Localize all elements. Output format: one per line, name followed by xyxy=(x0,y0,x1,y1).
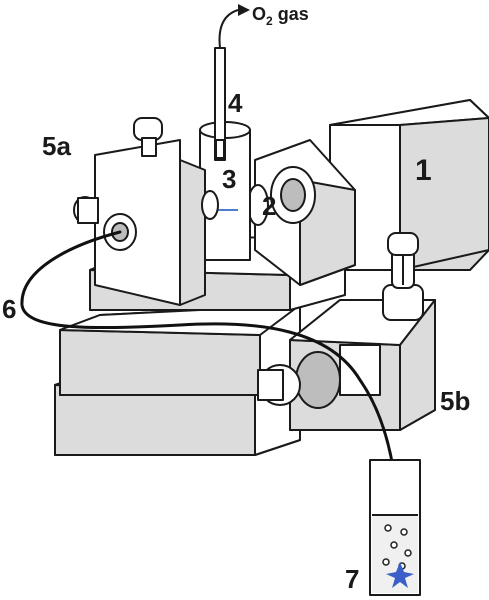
label-6: 6 xyxy=(2,294,16,324)
label-o2-gas: O2 gas xyxy=(252,4,309,28)
lens-holder-2 xyxy=(247,139,356,286)
vial-7 xyxy=(369,459,421,596)
label-5b: 5b xyxy=(440,386,470,416)
label-1: 1 xyxy=(415,154,432,187)
label-2: 2 xyxy=(262,191,276,221)
label-4: 4 xyxy=(228,88,243,118)
holder-5a xyxy=(73,117,219,306)
micrometer-knob xyxy=(382,232,424,321)
label-3: 3 xyxy=(222,164,236,194)
gas-arrow-curve xyxy=(218,9,239,49)
gas-tube-4 xyxy=(214,47,226,161)
label-5a: 5a xyxy=(42,131,71,161)
laser-box xyxy=(329,99,489,271)
optical-fiber-6 xyxy=(20,230,402,577)
gas-arrow-head xyxy=(238,4,250,16)
label-7: 7 xyxy=(345,564,359,594)
spark-icon xyxy=(386,562,414,588)
